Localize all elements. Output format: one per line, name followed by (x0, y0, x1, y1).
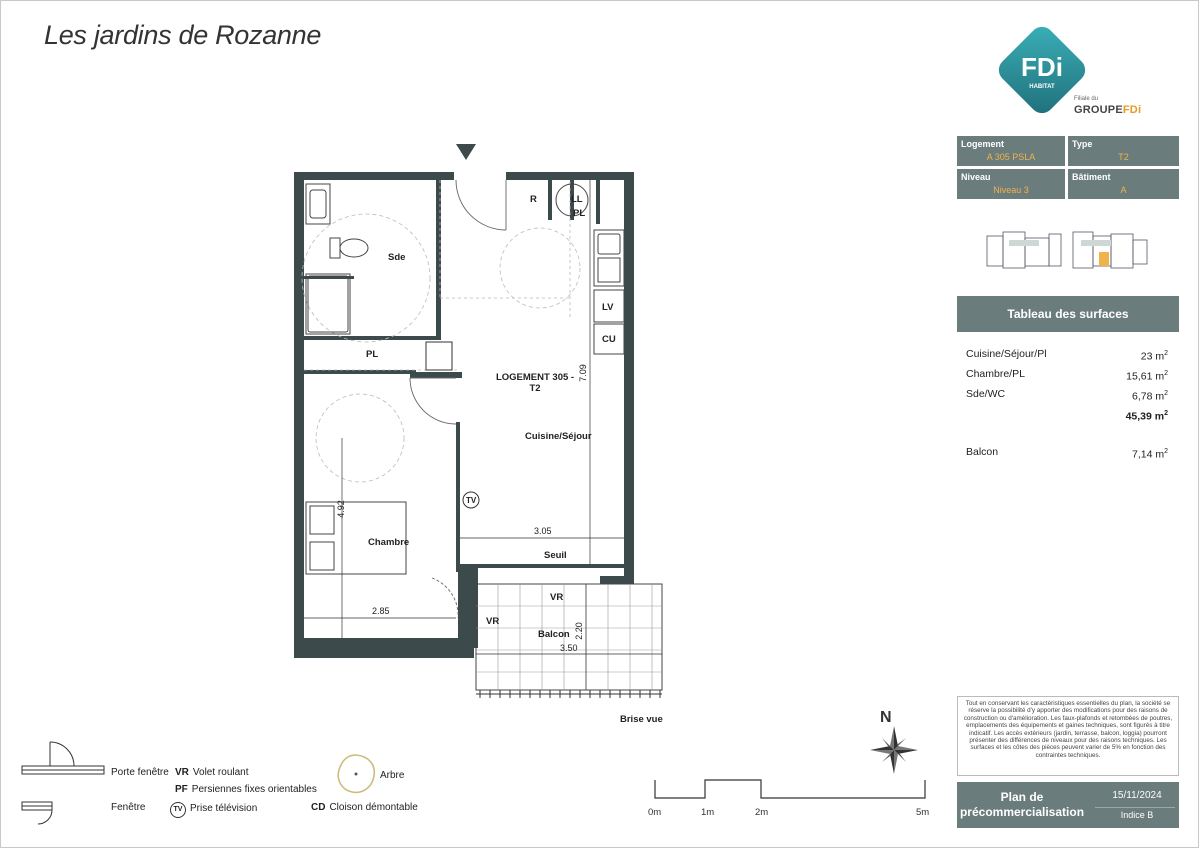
label-balcon: Balcon (538, 629, 570, 640)
label-pl-mid: PL (366, 349, 379, 360)
plan-index: Indice B (1120, 810, 1154, 820)
svg-text:2m: 2m (755, 807, 768, 818)
dim-709: 7.09 (577, 364, 588, 382)
svg-text:0m: 0m (648, 807, 661, 818)
svg-text:1m: 1m (701, 807, 714, 818)
surface-row: Cuisine/Séjour/Pl 23 m2 (966, 348, 1168, 363)
surfaces-header: Tableau des surfaces (957, 296, 1179, 332)
surface-row: Sde/WC 6,78 m2 (966, 388, 1168, 403)
dim-305: 3.05 (534, 526, 552, 536)
label-sde: Sde (388, 252, 406, 263)
surface-row: Chambre/PL 15,61 m2 (966, 368, 1168, 383)
dim-220: 2.20 (573, 622, 584, 640)
legend-fenetre: Fenêtre (111, 802, 146, 813)
logo-affiliation: Filiale du (1074, 96, 1099, 102)
project-title: Les jardins de Rozanne (44, 20, 322, 50)
label-vr-left: VR (486, 616, 500, 627)
label-cu: CU (602, 334, 616, 345)
niveau-cell: Niveau Niveau 3 (957, 169, 1065, 199)
logo-group: GROUPEFDi (1074, 104, 1142, 116)
label-pl-top: PL (573, 208, 586, 219)
svg-text:N: N (880, 709, 892, 726)
tree-icon (337, 754, 376, 794)
surface-balcon: Balcon 7,14 m2 (966, 446, 1168, 461)
legend-arbre: Arbre (380, 770, 405, 781)
legend-symbols (21, 741, 105, 825)
label-lv: LV (602, 302, 614, 313)
plan-date: 15/11/2024 (1112, 790, 1162, 801)
svg-text:5m: 5m (916, 807, 929, 818)
logo-text: FDi (1021, 52, 1063, 82)
tv-socket-icon: TV (466, 496, 477, 505)
unit-info: Logement A 305 PSLA Type T2 Niveau Nivea… (957, 136, 1179, 202)
legend-porte-fenetre: Porte fenêtre (111, 767, 169, 778)
logo-subtext: HABITAT (1029, 84, 1055, 90)
dim-285: 2.85 (372, 606, 390, 616)
label-logement: LOGEMENT 305 -T2 (495, 372, 575, 394)
tv-icon: TV (170, 802, 186, 818)
label-chambre: Chambre (368, 537, 410, 548)
label-ll: LL (571, 194, 583, 205)
label-vr-top: VR (550, 592, 564, 603)
surfaces-table: Cuisine/Séjour/Pl 23 m2 Chambre/PL 15,61… (966, 344, 1168, 462)
dim-350: 3.50 (560, 643, 578, 653)
label-brise-vue: Brise vue (620, 714, 663, 725)
floor-plan-drawing (294, 144, 663, 698)
scale-bar: 0m 1m 2m 5m (648, 779, 929, 818)
fdi-logo: FDi HABITAT (998, 26, 1086, 114)
batiment-cell: Bâtiment A (1068, 169, 1179, 199)
north-compass-icon: N (870, 709, 918, 774)
dim-492: 4.92 (335, 500, 346, 518)
logement-cell: Logement A 305 PSLA (957, 136, 1065, 166)
surface-total: 45,39 m2 (1125, 410, 1168, 423)
type-cell: Type T2 (1068, 136, 1179, 166)
label-seuil: Seuil (544, 550, 567, 561)
label-cuisine: Cuisine/Séjour (525, 431, 592, 442)
key-plan (986, 231, 1148, 269)
label-r: R (530, 194, 537, 205)
disclaimer: Tout en conservant les caractéristiques … (957, 696, 1179, 776)
floor-plan: R LL PL Sde LV CU PL LOGEMENT 305 -T2 Cu… (280, 138, 680, 728)
